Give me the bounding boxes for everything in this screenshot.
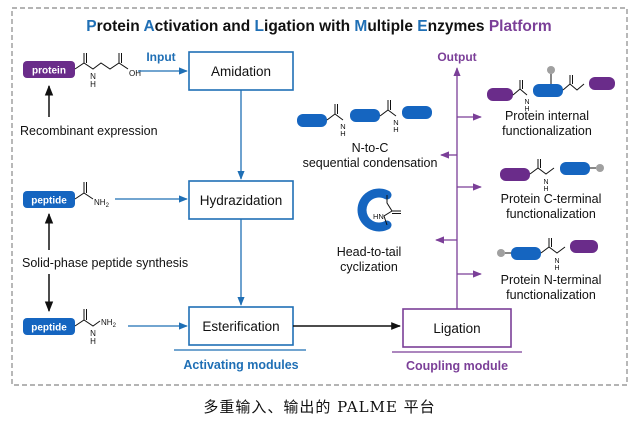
hydrazidation-box — [188, 180, 294, 220]
protein-tag-label: protein — [32, 66, 66, 77]
spps-label: Solid-phase peptide synthesis — [22, 256, 188, 270]
svg-text:H: H — [543, 186, 548, 193]
activating-modules-label: Activating modules — [183, 358, 298, 372]
protein-tag — [23, 61, 75, 78]
svg-text:H: H — [393, 125, 398, 134]
amidation-label: Amidation — [211, 64, 271, 79]
output-label: Output — [437, 50, 476, 64]
peptide-amide-structure: peptide NH2 — [23, 182, 110, 209]
n-to-c-label-line2: sequential condensation — [303, 156, 438, 170]
svg-text:H: H — [554, 265, 559, 272]
cyclization-label-line2: cyclization — [340, 260, 398, 274]
esterification-label: Esterification — [202, 319, 279, 334]
hydrazidation-label: Hydrazidation — [200, 193, 283, 208]
peptide-tag-1-label: peptide — [31, 196, 67, 207]
amide-h-label: H — [90, 80, 96, 89]
peptide-tag-2 — [23, 318, 75, 335]
svg-text:N: N — [393, 118, 398, 127]
diagram-title: Protein Activation and Ligation with Mul… — [86, 18, 551, 35]
nterm-label-line1: Protein N-terminal — [501, 273, 602, 287]
cterm-structure: N H — [500, 159, 604, 193]
amidation-box — [188, 51, 294, 91]
peptide-tag-2-label: peptide — [31, 323, 67, 334]
figure-caption: 多重输入、输出的 PALME 平台 — [203, 398, 436, 416]
n-to-c-structure: N H N H — [297, 100, 432, 138]
nh2-label: NH2 — [94, 198, 110, 209]
ligation-box — [402, 308, 512, 348]
peptide-tag-1 — [23, 191, 75, 208]
hydrazide-nh2-label: NH2 — [101, 318, 117, 329]
cterm-label-line1: Protein C-terminal — [501, 192, 602, 206]
n-to-c-label-line1: N-to-C — [352, 141, 389, 155]
svg-text:H: H — [340, 129, 345, 138]
internal-structure: N H — [487, 66, 615, 113]
oh-label: OH — [129, 69, 141, 78]
svg-text:N: N — [524, 99, 529, 106]
nterm-label-line2: functionalization — [506, 288, 596, 302]
nterm-structure: N H — [497, 238, 598, 272]
amide-n-label: N — [90, 72, 96, 81]
cyclization-structure: HN — [357, 188, 401, 232]
cyclization-label-line1: Head-to-tail — [337, 245, 402, 259]
outer-frame — [11, 7, 628, 386]
coupling-module-label: Coupling module — [406, 359, 508, 373]
hydrazide-h-label: H — [90, 337, 96, 346]
svg-text:HN: HN — [373, 212, 384, 221]
ligation-label: Ligation — [433, 321, 480, 336]
cterm-label-line2: functionalization — [506, 207, 596, 221]
svg-text:N: N — [340, 122, 345, 131]
internal-label-line1: Protein internal — [505, 109, 589, 123]
peptide-hydrazide-structure: peptide N H NH2 — [23, 309, 117, 346]
protein-glycine-structure: protein N H OH — [23, 53, 141, 89]
internal-label-line2: functionalization — [502, 124, 592, 138]
palme-diagram: Protein Activation and Ligation with Mul… — [11, 7, 628, 386]
hydrazide-n-label: N — [90, 329, 96, 338]
svg-text:N: N — [543, 179, 548, 186]
svg-text:N: N — [554, 258, 559, 265]
recombinant-expression-label: Recombinant expression — [20, 124, 158, 138]
svg-text:H: H — [524, 106, 529, 113]
input-label: Input — [146, 50, 175, 64]
